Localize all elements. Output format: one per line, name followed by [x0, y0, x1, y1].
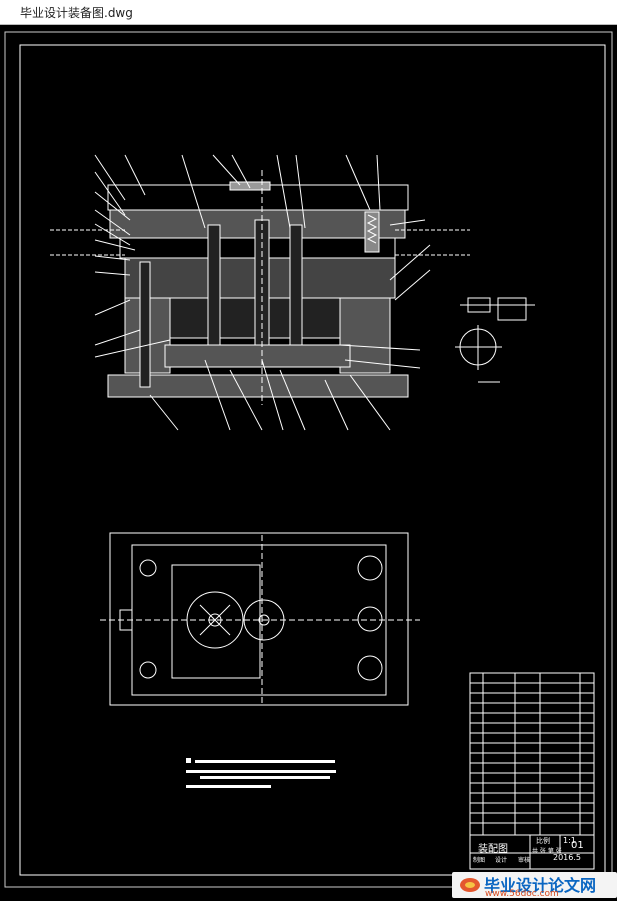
row-label-draw: 制图 — [473, 857, 486, 864]
drawing-date: 2016.5 — [553, 853, 581, 862]
scale-value: 1:1 — [563, 836, 576, 845]
row-label-design: 设计 — [495, 857, 508, 864]
outer-frame — [4, 31, 613, 888]
plan-view — [100, 532, 420, 706]
watermark-url: www.56doc.com — [485, 889, 559, 899]
technical-notes — [186, 758, 336, 788]
row-label-check: 审核 — [518, 857, 531, 864]
sheet-code: 01 — [571, 840, 584, 851]
window-titlebar: 毕业设计装备图.dwg — [0, 0, 617, 25]
inner-frame — [19, 44, 606, 876]
cad-canvas[interactable] — [0, 25, 617, 901]
drawing-name: 装配图 — [478, 844, 508, 855]
window-title: 毕业设计装备图.dwg — [20, 6, 133, 20]
watermark-text: 毕业设计论文网 — [484, 876, 597, 895]
parts-list — [469, 672, 595, 870]
section-view — [50, 154, 535, 431]
sheet-info: 共 张 第 张 — [532, 848, 562, 855]
watermark-logo-icon — [460, 878, 480, 892]
scale-label: 比例 — [536, 837, 550, 845]
